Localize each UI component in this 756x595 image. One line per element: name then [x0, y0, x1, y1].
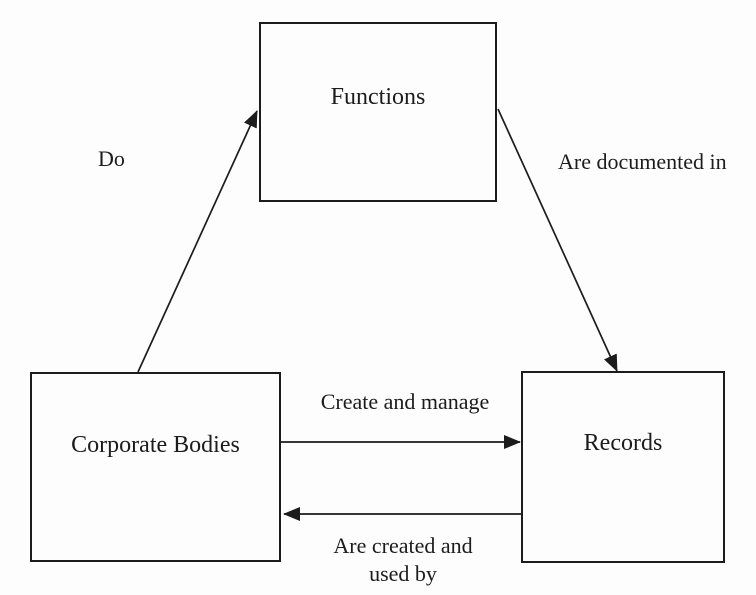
edge-label-create-and-manage: Create and manage [320, 389, 490, 414]
node-records: Records [521, 371, 725, 563]
node-corporate-bodies-label: Corporate Bodies [71, 431, 240, 458]
arrow-do [137, 110, 258, 373]
node-corporate-bodies: Corporate Bodies [30, 372, 281, 562]
node-functions-label: Functions [330, 83, 426, 110]
node-functions: Functions [259, 22, 497, 202]
edge-label-are-documented-in: Are documented in [558, 149, 727, 174]
node-records-label: Records [583, 429, 663, 456]
edge-label-are-created-and-used-by: Are created and used by [333, 533, 473, 586]
edge-label-do: Do [98, 146, 125, 171]
arrow-are-documented-in [497, 108, 618, 372]
